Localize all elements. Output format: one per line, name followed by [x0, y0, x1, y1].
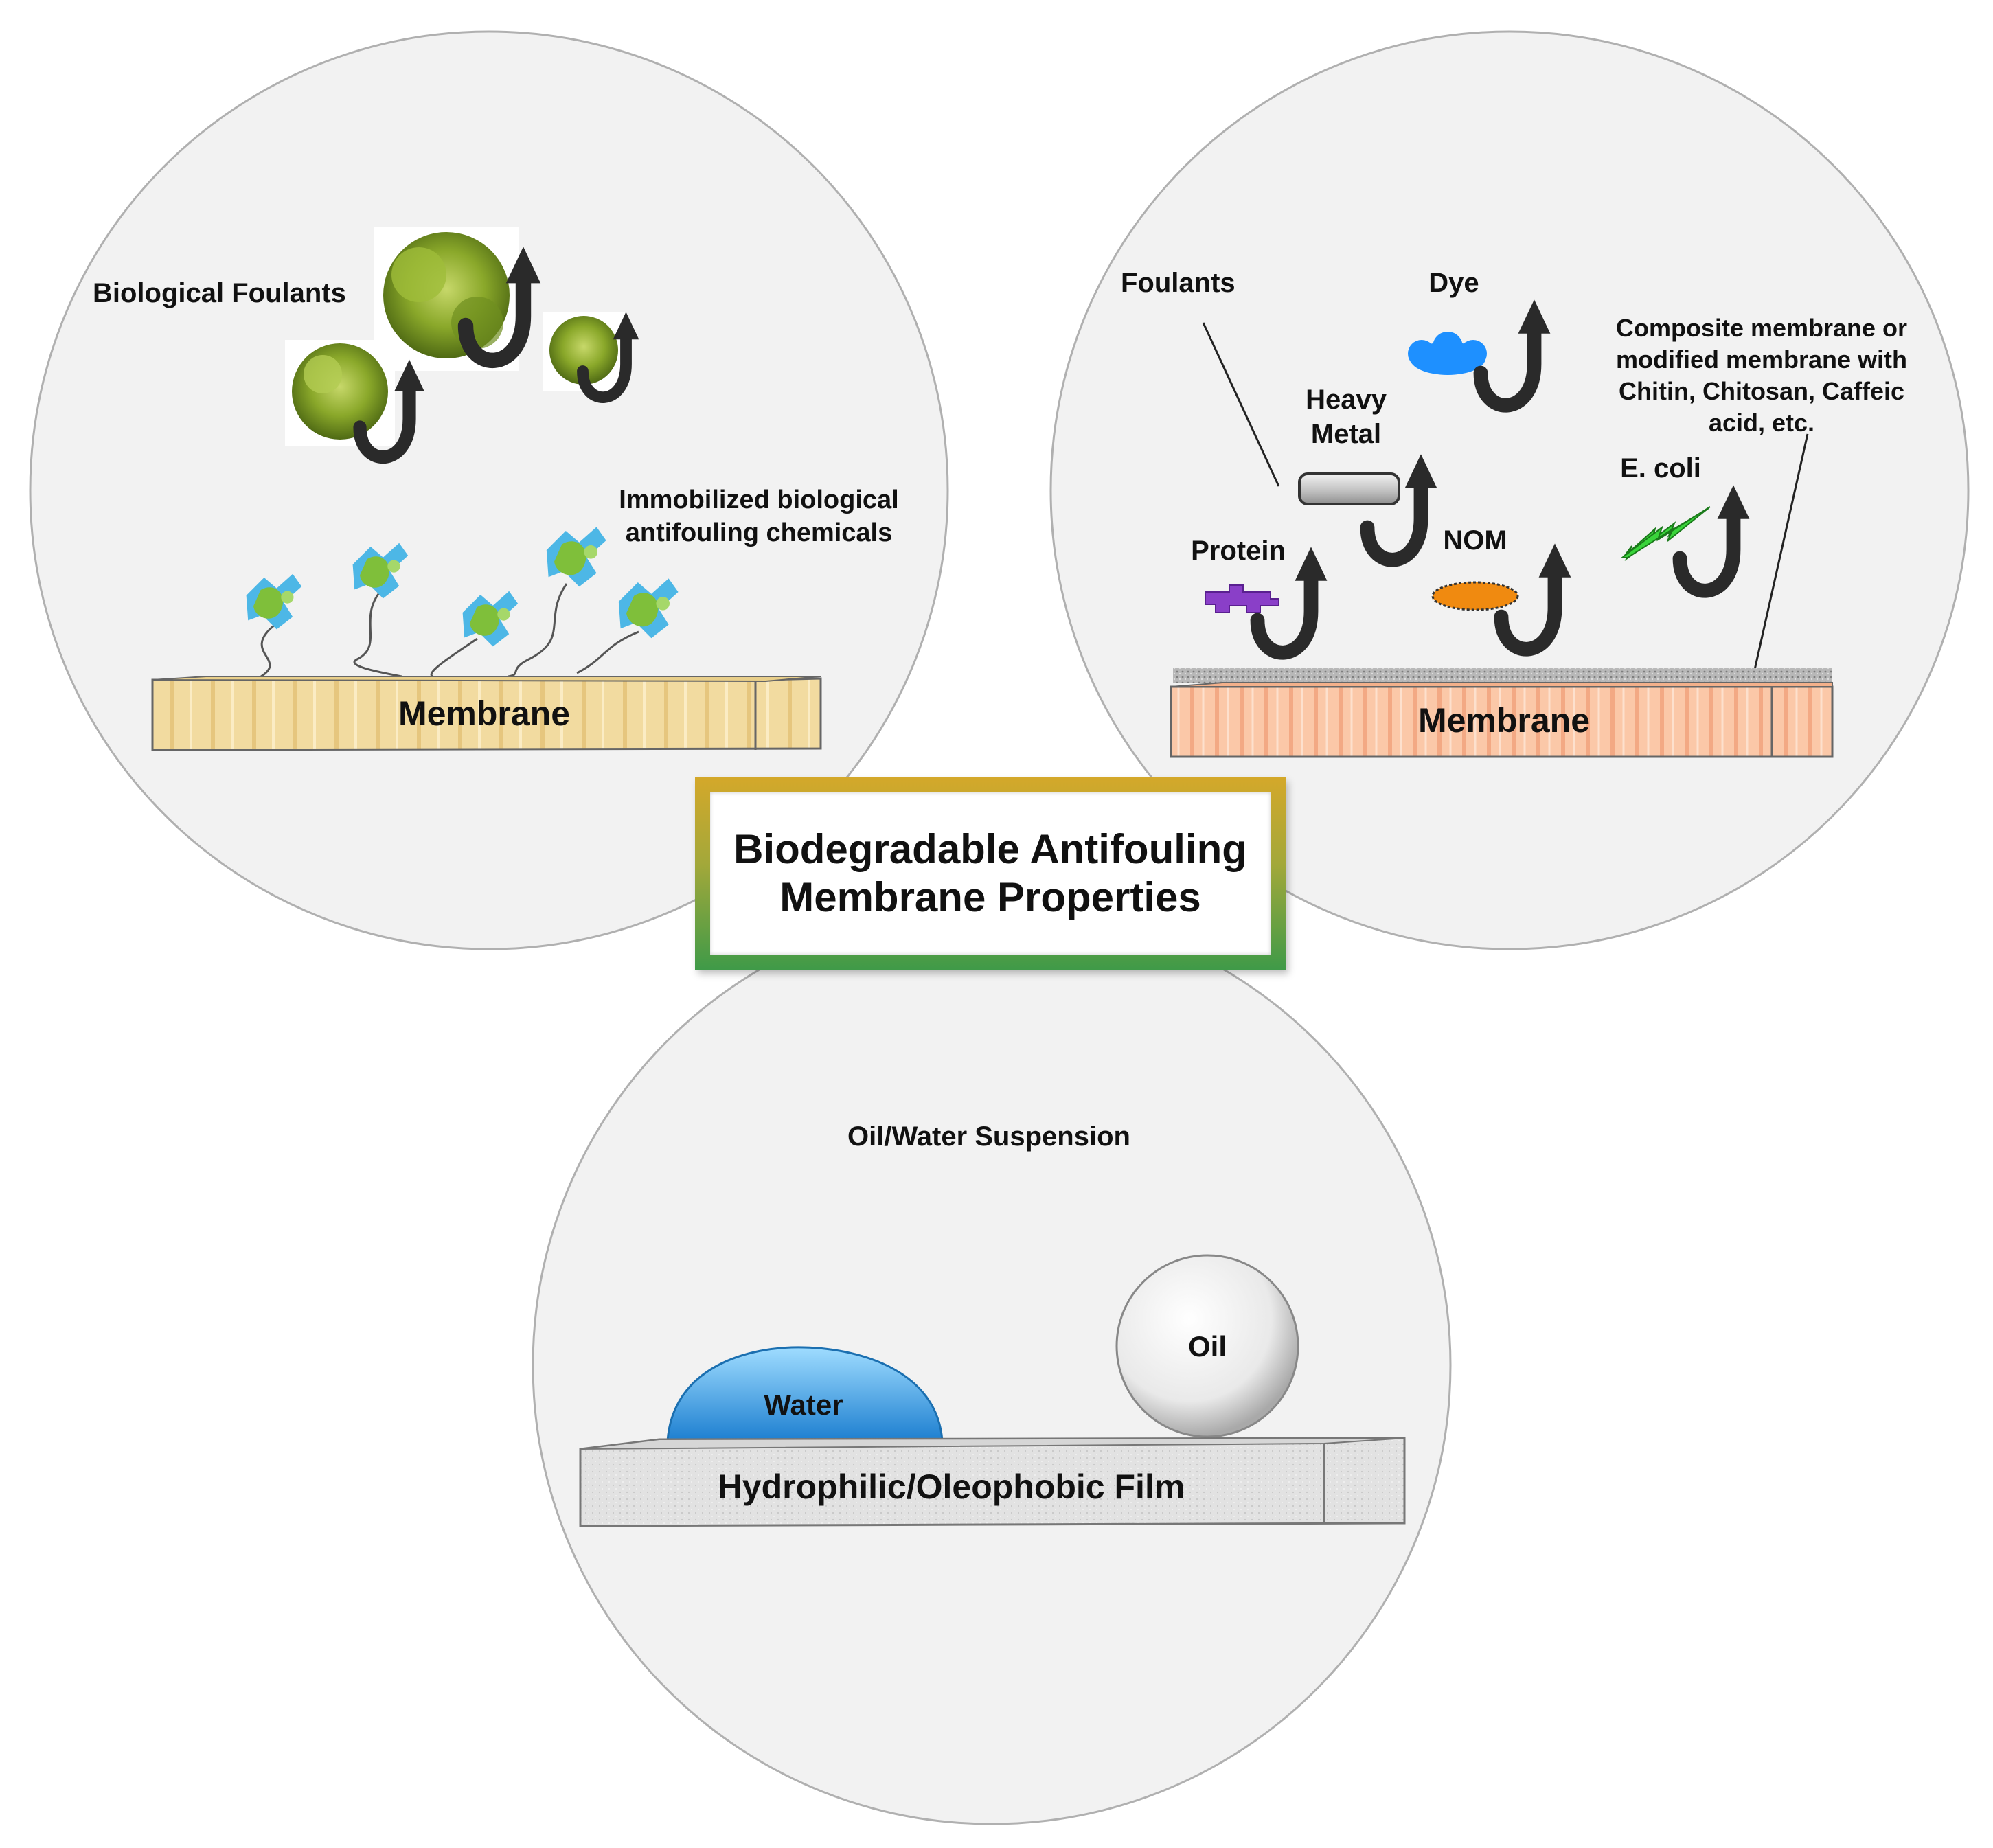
- membrane-composite: [1170, 668, 1834, 758]
- algae-cluster-small-right: [543, 312, 625, 391]
- nom-shape: [1431, 581, 1519, 611]
- title-inner: Biodegradable Antifouling Membrane Prope…: [710, 792, 1271, 955]
- tethers: [260, 583, 639, 678]
- suspension-label: Oil/Water Suspension: [847, 1121, 1130, 1152]
- heavy-metal-label-line2: Metal: [1311, 419, 1381, 449]
- title-line2: Membrane Properties: [779, 874, 1201, 920]
- immobilized-chemicals-label-line2: antifouling chemicals: [626, 518, 893, 547]
- heavy-metal-label-line1: Heavy: [1306, 385, 1387, 415]
- membrane-composite-label: Membrane: [1418, 701, 1590, 740]
- title-line1: Biodegradable Antifouling: [733, 826, 1247, 872]
- foulants-leader-line: [1202, 322, 1280, 487]
- oil-label: Oil: [1188, 1330, 1227, 1362]
- algae-cluster-small-left: [285, 340, 395, 446]
- water-label: Water: [764, 1389, 843, 1421]
- dye-blob: [1408, 332, 1487, 375]
- dye-label: Dye: [1428, 268, 1479, 298]
- ecoli-label: E. coli: [1620, 453, 1701, 483]
- algae-cluster-large: [374, 227, 519, 371]
- water-droplet: [666, 1346, 944, 1442]
- title-box: Biodegradable Antifouling Membrane Prope…: [695, 777, 1286, 970]
- nom-label: NOM: [1443, 525, 1507, 556]
- film-label: Hydrophilic/Oleophobic Film: [718, 1468, 1185, 1506]
- composite-label-line3: Chitin, Chitosan, Caffeic: [1619, 377, 1904, 405]
- composite-label-line1: Composite membrane or: [1616, 314, 1907, 342]
- foulants-label: Foulants: [1121, 268, 1235, 298]
- protein-shape: [1205, 584, 1279, 613]
- composite-leader-line: [1753, 433, 1809, 670]
- membrane-biological-label: Membrane: [398, 694, 570, 733]
- oil-droplet: [1115, 1254, 1299, 1438]
- protein-label: Protein: [1191, 536, 1286, 566]
- composite-label-line2: modified membrane with: [1616, 345, 1907, 374]
- hydrophilic-film: [579, 1437, 1406, 1527]
- panel-oilwater-circle: [532, 905, 1452, 1825]
- composite-label-line4: acid, etc.: [1709, 409, 1814, 437]
- biological-foulants-label: Biological Foulants: [93, 278, 346, 308]
- immobilized-chemicals-label-line1: Immobilized biological: [619, 486, 898, 514]
- membrane-biological: [151, 676, 822, 751]
- heavy-metal-cylinder: [1298, 472, 1400, 505]
